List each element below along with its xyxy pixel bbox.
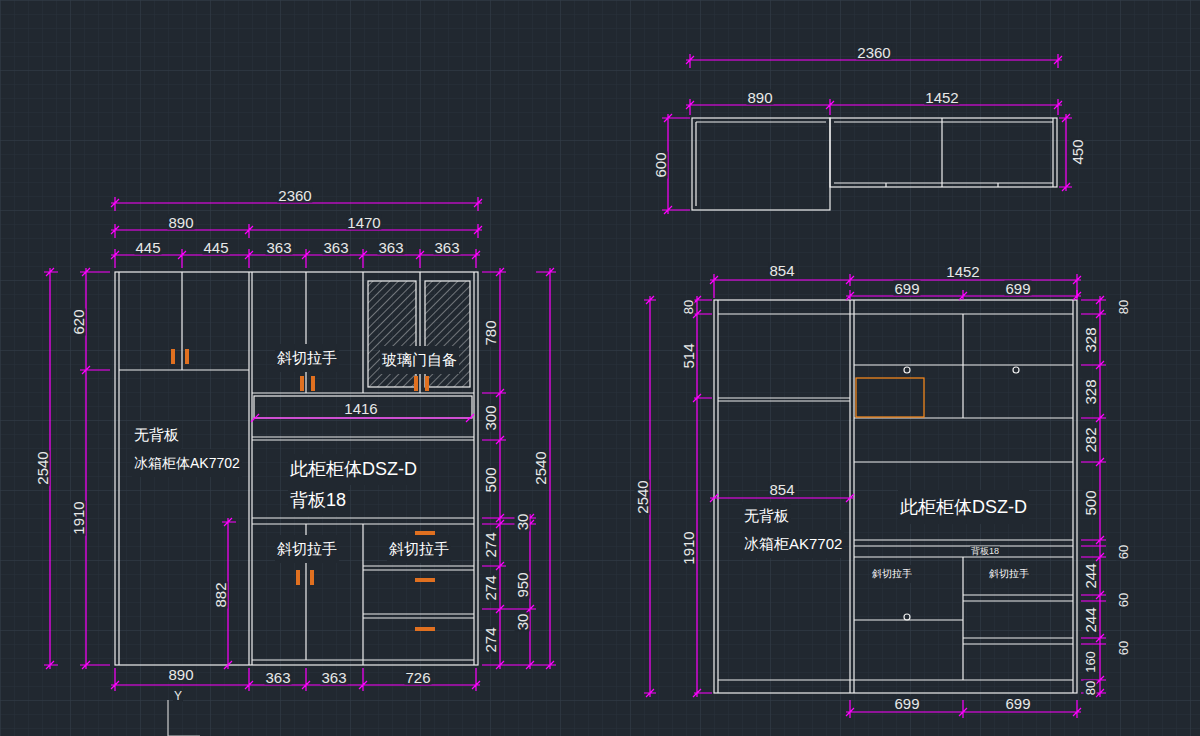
cabinet-note: 此柜柜体DSZ-D [288,454,419,485]
cabinet-compartment: 此柜柜体DSZ-D [856,490,1071,524]
dimension-label: 699 [893,281,920,296]
dimension-label: 500 [1083,489,1098,516]
dimension-label: 1452 [945,264,980,279]
cabinet-note: 冰箱柜AK7702 [742,530,844,558]
front-elevation [115,272,478,736]
side-section [714,300,1077,693]
dimension-label: 500 [483,466,498,493]
dimension-label: 600 [653,151,668,178]
dimension-label: 882 [213,581,228,608]
dimension-label: 背板18 [970,547,1000,556]
dimension-label: 699 [1004,281,1031,296]
dimension-label: 1470 [346,215,381,230]
cabinet-compartment: 无背板冰箱柜体AK7702 [118,421,248,479]
cabinet-compartment: 斜切拉手 [965,565,1071,583]
dimension-label: 2540 [533,450,548,485]
dimension-label: 80 [682,299,695,315]
cabinet-compartment: 无背板冰箱柜AK7702 [720,502,848,558]
cabinet-note: 斜切拉手 [987,565,1031,583]
dimension-label: 328 [1083,378,1098,405]
cabinet-compartment: 玻璃门自备 [365,346,473,374]
dimension-label: 445 [202,240,229,255]
dimension-label: 363 [433,240,460,255]
dimension-label: 445 [134,240,161,255]
dimension-label: 1452 [924,90,959,105]
dimension-label: 1416 [343,401,378,416]
dimension-label: 363 [377,240,404,255]
cabinet-compartment: 斜切拉手 [253,535,361,563]
dimension-label: 30 [515,613,530,632]
cabinet-note: 斜切拉手 [870,565,914,583]
dimension-label: 514 [681,342,696,369]
dimension-label: 699 [1004,696,1031,711]
dimension-label: 950 [515,571,530,598]
cabinet-note: 无背板 [742,502,791,530]
dimension-label: 244 [1083,562,1098,589]
dimension-label: 282 [1083,426,1098,453]
cabinet-note: 斜切拉手 [387,535,451,563]
cabinet-note: 玻璃门自备 [380,346,459,374]
dimension-label: 1910 [681,530,696,565]
cabinet-compartment: 斜切拉手 [253,344,361,372]
dimension-label: 274 [483,626,498,653]
dimension-label: 30 [515,513,530,532]
dimension-label: 699 [893,696,920,711]
dimension-label: 2360 [277,188,312,203]
dimension-label: 854 [768,263,795,278]
dimension-label: 363 [322,240,349,255]
dimension-label: 890 [167,667,194,682]
dimension-label: 1910 [71,500,86,535]
dimension-label: 620 [71,308,86,335]
cabinet-note: 冰箱柜体AK7702 [132,449,242,477]
dimension-label: 854 [768,482,795,497]
dimension-label: 890 [746,90,773,105]
dimension-label: 80 [1117,299,1130,315]
dimension-label: 726 [404,670,431,685]
dimension-label: 274 [483,531,498,558]
dimension-label: 450 [1070,138,1085,165]
cabinet-compartment: 斜切拉手 [365,535,473,563]
dimension-label: 80 [1084,680,1097,696]
cabinet-note: 此柜柜体DSZ-D [898,490,1029,524]
handles [171,349,435,631]
dimension-label: 300 [483,404,498,431]
dimension-label: 60 [1117,544,1130,560]
dimension-label: 2540 [35,450,50,485]
dimension-label: 2360 [856,45,891,60]
dimension-label: 363 [320,670,347,685]
dimension-label: 60 [1117,592,1130,608]
dimension-label: 60 [1117,640,1130,656]
dimension-label: 780 [483,319,498,346]
cabinet-compartment: 斜切拉手 [856,565,961,583]
cabinet-note: 背板18 [288,485,348,516]
dimension-label: 328 [1083,326,1098,353]
dimension-label: 890 [167,215,194,230]
dimension-label: 244 [1083,606,1098,633]
cabinet-note: 无背板 [132,421,181,449]
dimension-lines [44,54,1106,718]
dimension-label: 363 [264,670,291,685]
cabinet-note: 斜切拉手 [275,535,339,563]
dimension-label: 2540 [635,479,650,514]
dimension-label: 274 [483,574,498,601]
cabinet-note: 斜切拉手 [275,344,339,372]
dimension-label: 160 [1084,650,1097,674]
dimension-label: Y [173,690,183,702]
cabinet-compartment: 此柜柜体DSZ-D背板18 [254,454,472,516]
dimension-label: 363 [265,240,292,255]
plan-view [692,118,1057,210]
